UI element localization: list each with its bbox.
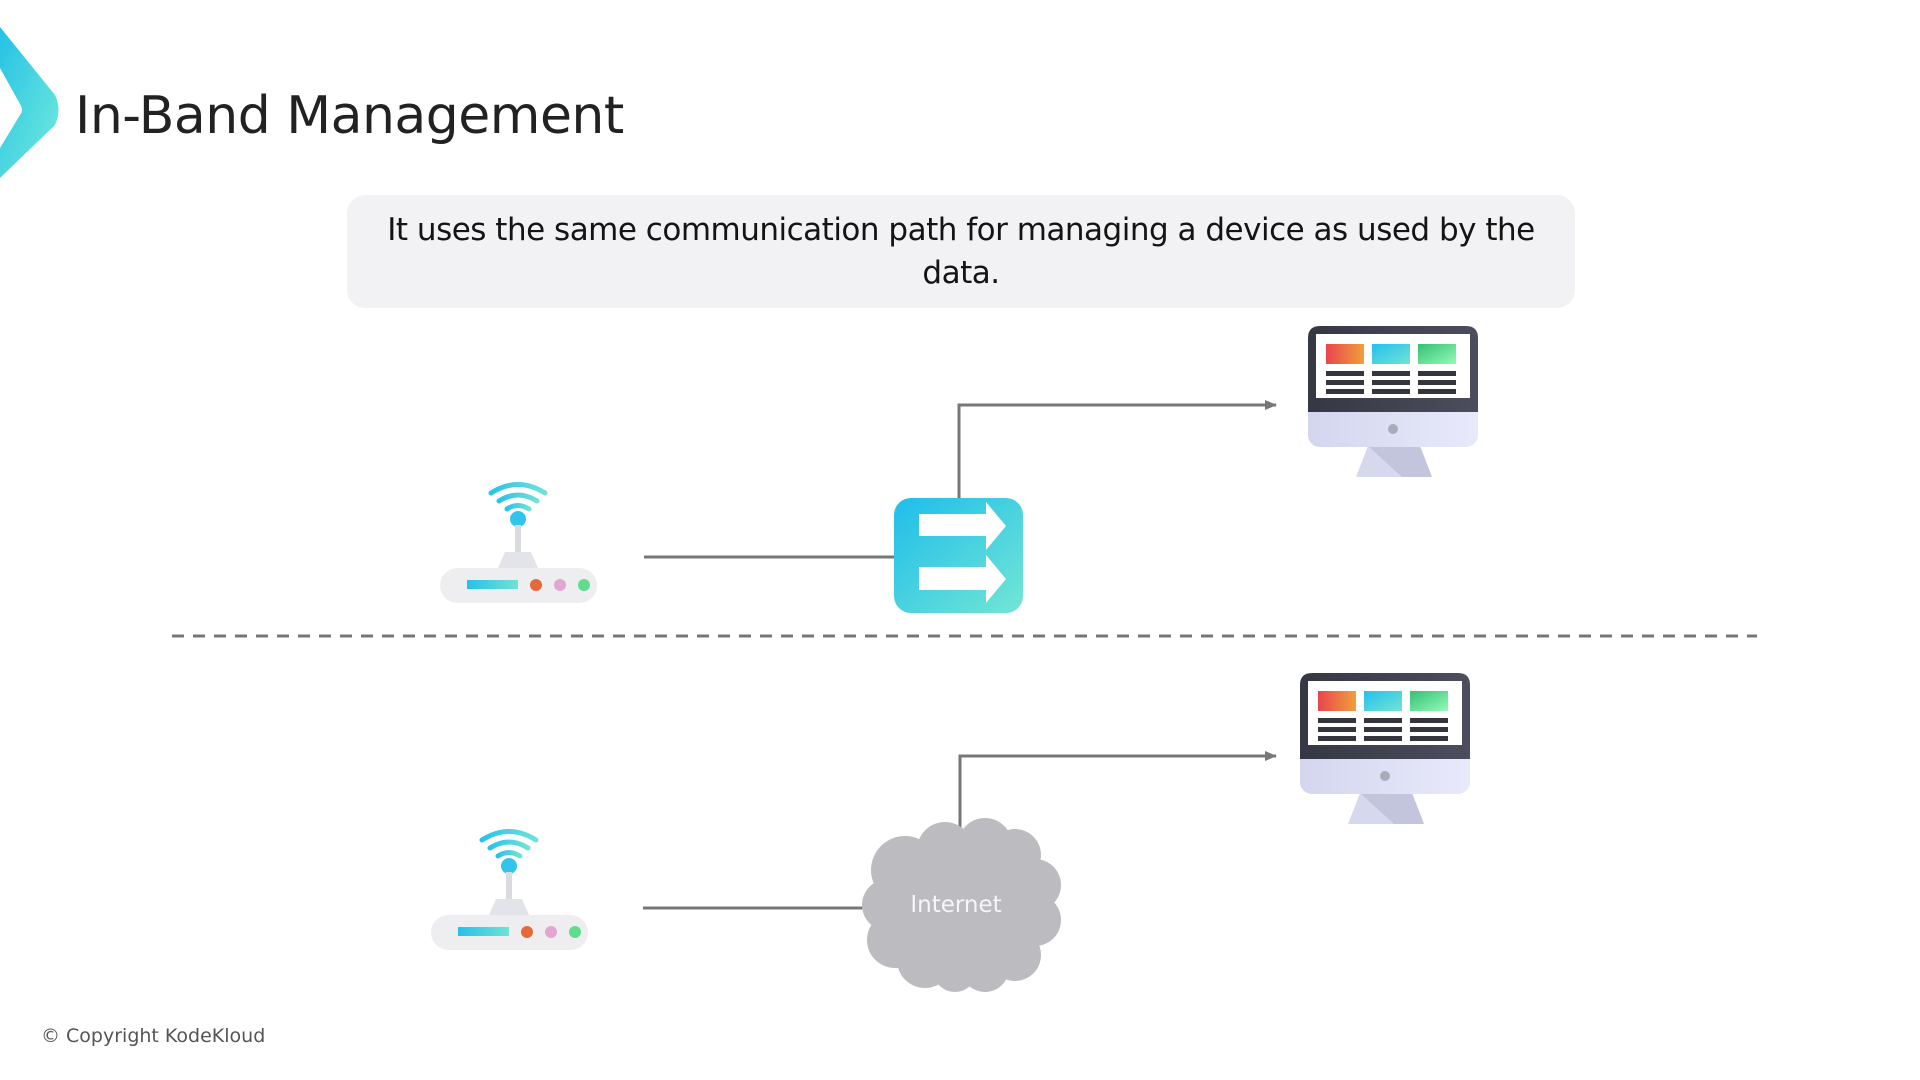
bottom-row: Internet (431, 673, 1470, 992)
link-internet-to-monitor (958, 751, 1277, 828)
copyright-footer: © Copyright KodeKloud (41, 1025, 266, 1047)
top-row (440, 326, 1478, 613)
switch-icon (894, 498, 1023, 613)
internet-cloud-icon: Internet (862, 818, 1061, 992)
description-text: It uses the same communication path for … (387, 211, 1535, 291)
slide-title: In-Band Management (75, 86, 624, 146)
router-icon (440, 485, 597, 604)
internet-label: Internet (910, 892, 1001, 918)
monitor-icon (1308, 326, 1478, 477)
description-box: It uses the same communication path for … (347, 195, 1575, 308)
link-switch-to-monitor (957, 400, 1277, 498)
monitor-icon (1300, 673, 1470, 824)
kodekloud-chevron-logo (0, 27, 59, 178)
router-icon (431, 832, 588, 951)
